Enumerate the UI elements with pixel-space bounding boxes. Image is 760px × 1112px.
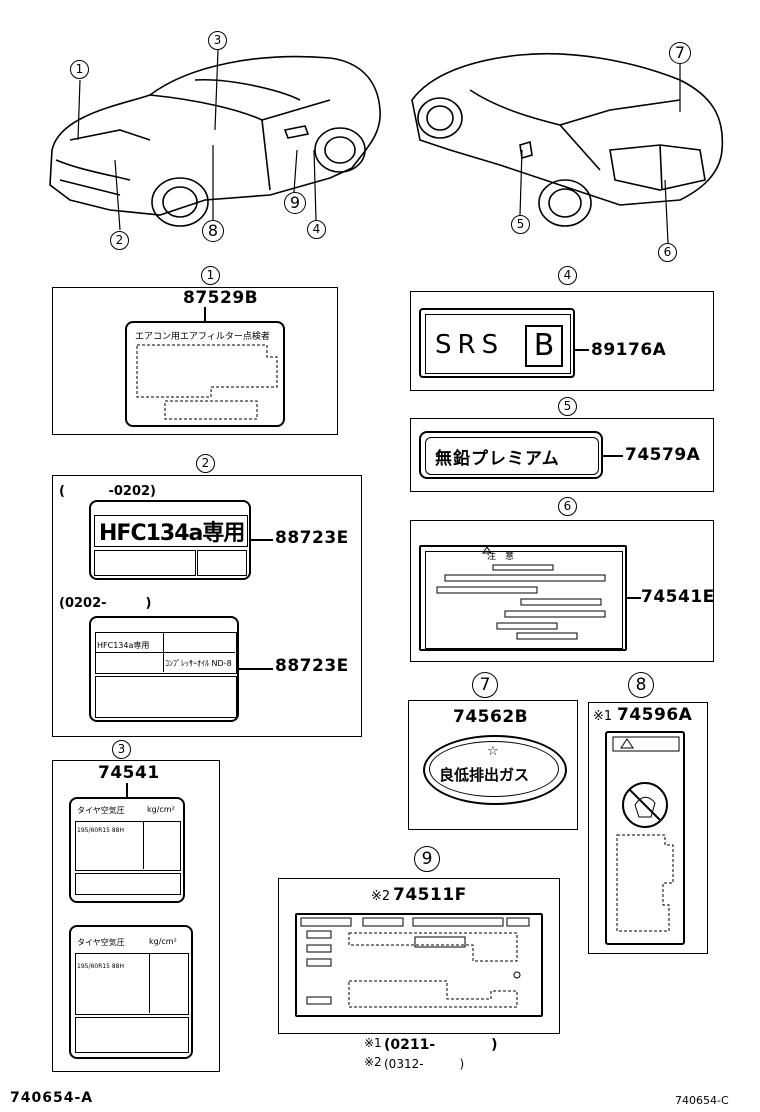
note-mark-2-panel9: ※2 xyxy=(371,889,391,904)
part-number-74511f: 74511F xyxy=(393,885,467,905)
part-number-87529b: 87529B xyxy=(183,288,259,308)
panel-4: SRS B 89176A xyxy=(410,291,714,391)
panel-9: ※2 74511F xyxy=(278,878,560,1034)
tire-pressure-title-small: タイヤ空気圧 xyxy=(77,806,125,815)
panel-5: 無鉛プレミアム 74579A xyxy=(410,418,714,492)
callout-9-car: 9 xyxy=(284,192,306,214)
note-1-mark: ※1 xyxy=(364,1036,382,1050)
rear-car-outline xyxy=(411,52,724,227)
callout-1: 1 xyxy=(201,266,220,285)
emission-info-label xyxy=(295,913,543,1017)
callout-2-car: 2 xyxy=(110,231,129,250)
star-mark: ☆ xyxy=(487,744,499,759)
hfc134a-cell: HFC134a専用 xyxy=(97,641,150,650)
tire-pressure-label-small: タイヤ空気圧 kg/cm² 195/60R15 88H xyxy=(69,797,185,903)
callout-4: 4 xyxy=(558,266,577,285)
compressor-oil-cell: ｺﾝﾌﾟﾚｯｻｰｵｲﾙ ND-8 xyxy=(165,659,232,668)
low-emission-label: ☆ 良低排出ガス xyxy=(423,735,567,805)
hfc134a-label: HFC134a専用 xyxy=(89,500,251,580)
vehicle-illustrations xyxy=(49,49,724,244)
callout-5: 5 xyxy=(558,397,577,416)
low-emission-text: 良低排出ガス xyxy=(439,766,530,784)
part-number-89176a: 89176A xyxy=(591,340,667,360)
panel-3: 74541 タイヤ空気圧 kg/cm² 195/60R15 88H タイヤ空気圧… xyxy=(52,760,220,1072)
range-before-0202: ( -0202) xyxy=(59,484,156,499)
note-2-range: (0312- ) xyxy=(384,1057,465,1071)
part-number-74541e: 74541E xyxy=(641,587,715,607)
tire-size-large: 195/60R15 88H xyxy=(77,963,124,970)
note-1-range: (0211- ) xyxy=(384,1037,498,1053)
srs-b-box: B xyxy=(525,325,563,367)
hfc134a-label-new: HFC134a専用 ｺﾝﾌﾟﾚｯｻｰｵｲﾙ ND-8 xyxy=(89,616,239,722)
part-number-74596a: 74596A xyxy=(617,705,693,725)
ac-filter-title: エアコン用エアフィルター点検者 xyxy=(135,332,270,342)
callout-5-car: 5 xyxy=(511,215,530,234)
range-after-0202: (0202- ) xyxy=(59,596,152,611)
unleaded-premium-text: 無鉛プレミアム xyxy=(435,449,560,469)
callout-3-car: 3 xyxy=(208,31,227,50)
panel-7: 74562B ☆ 良低排出ガス xyxy=(408,700,578,830)
ac-filter-label: エアコン用エアフィルター点検者 xyxy=(125,321,285,427)
tire-pressure-title-large: タイヤ空気圧 xyxy=(77,938,125,947)
panel-2: ( -0202) HFC134a専用 88723E (0202- ) HFC13… xyxy=(52,475,362,737)
front-car-outline xyxy=(49,55,381,227)
callout-8: 8 xyxy=(628,672,654,698)
caution-label: 注 意 xyxy=(419,545,627,651)
part-number-74579a: 74579A xyxy=(625,445,701,465)
battery-warning-label xyxy=(605,731,685,945)
note-2-mark: ※2 xyxy=(364,1055,382,1069)
panel-8: ※1 74596A xyxy=(588,702,708,954)
part-number-88723e-b: 88723E xyxy=(275,656,349,676)
footer-right-code: 740654-C xyxy=(675,1094,729,1107)
callout-6-car: 6 xyxy=(658,243,677,262)
tire-pressure-unit-large: kg/cm² xyxy=(149,937,177,946)
part-number-74562b: 74562B xyxy=(453,707,529,727)
callout-7-car: 7 xyxy=(669,42,691,64)
tire-size-small: 195/60R15 88H xyxy=(77,827,124,834)
callout-3: 3 xyxy=(112,740,131,759)
srs-text: SRS xyxy=(435,330,505,360)
callout-2: 2 xyxy=(196,454,215,473)
battery-warning-graphics xyxy=(612,736,680,932)
callout-4-car: 4 xyxy=(307,220,326,239)
hfc134a-text: HFC134a専用 xyxy=(99,521,245,546)
unleaded-premium-label: 無鉛プレミアム xyxy=(419,431,603,479)
callout-leaders xyxy=(77,49,681,244)
note-mark-1-panel8: ※1 xyxy=(593,709,613,724)
tire-pressure-label-large: タイヤ空気圧 kg/cm² 195/60R15 88H xyxy=(69,925,193,1059)
callout-9: 9 xyxy=(414,846,440,872)
caution-header: 注 意 xyxy=(487,552,515,562)
callout-6: 6 xyxy=(558,497,577,516)
caution-label-lines xyxy=(436,547,606,640)
callout-8-car: 8 xyxy=(202,220,224,242)
emission-info-graphics xyxy=(300,917,530,1008)
panel-6: 注 意 74541E xyxy=(410,520,714,662)
tire-pressure-unit-small: kg/cm² xyxy=(147,805,175,814)
footer-left-code: 740654-A xyxy=(10,1090,94,1106)
ac-filter-label-lines xyxy=(136,344,278,420)
panel-1: 87529B エアコン用エアフィルター点検者 xyxy=(52,287,338,435)
part-number-88723e-a: 88723E xyxy=(275,528,349,548)
part-number-74541: 74541 xyxy=(98,763,160,783)
callout-1-car: 1 xyxy=(70,60,89,79)
srs-label: SRS B xyxy=(419,308,575,378)
callout-7: 7 xyxy=(472,672,498,698)
